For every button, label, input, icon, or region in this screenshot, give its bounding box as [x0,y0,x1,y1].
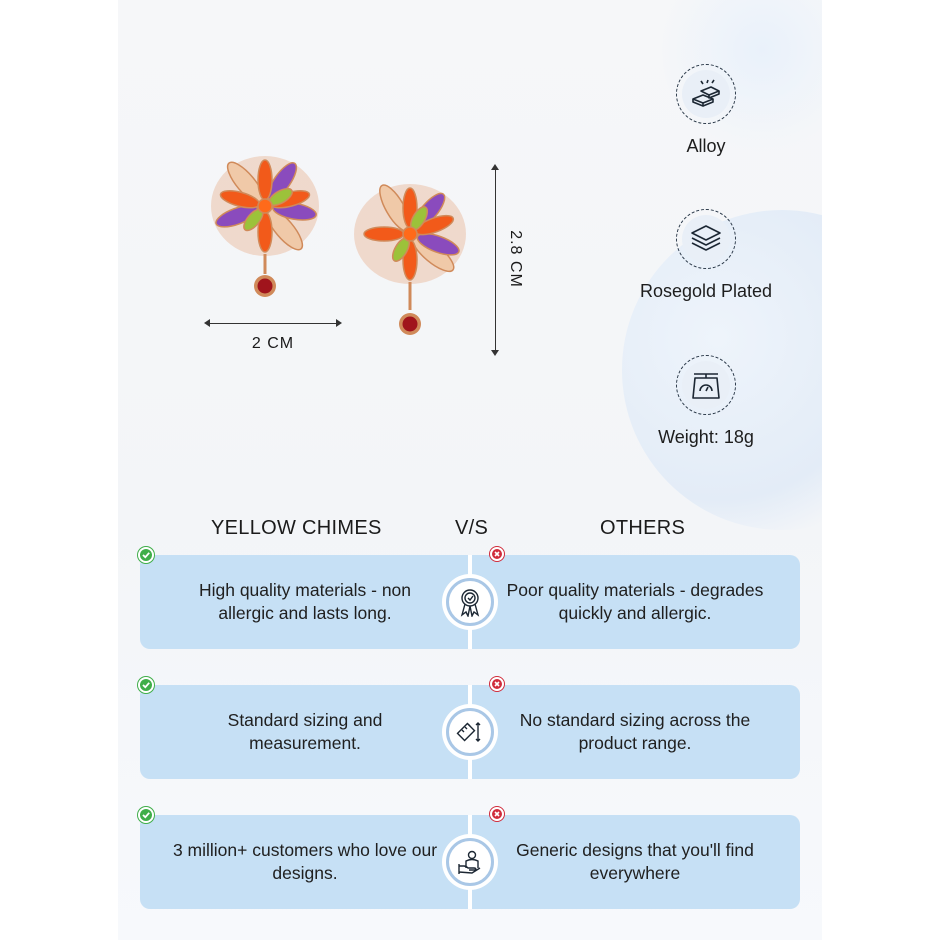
check-icon [138,547,154,563]
width-dimension-label: 2 CM [251,335,295,352]
comparison-row: High quality materials - non allergic an… [138,547,800,649]
feature-label: Rosegold Plated [639,281,773,301]
comparison-heading-others: OTHERS [600,517,686,539]
weighing-scale-icon [692,373,720,399]
comparison-text-others: Poor quality materials - degrades quickl… [506,580,764,623]
comparison-card-ours: Standard sizing and measurement. [140,685,470,779]
comparison-text-ours: High quality materials - non allergic an… [198,580,412,623]
alloy-bars-icon [692,79,720,107]
earring-right-image [354,184,466,335]
comparison-text-ours: Standard sizing and measurement. [227,710,383,753]
feature-icon-frame [676,64,736,124]
feature-icon-frame [676,355,736,415]
height-dimension-label: 2.8 CM [507,230,524,288]
earring-left-image [211,156,319,297]
layers-icon [691,225,721,251]
comparison-row: Standard sizing and measurement. No stan… [138,677,800,779]
height-dimension-line [491,164,499,356]
comparison-text-others: No standard sizing across the product ra… [519,710,751,753]
comparison-heading-brand: YELLOW CHIMES [211,517,382,539]
feature-plating: Rosegold Plated [606,209,806,302]
ruler-measure-icon [456,722,481,742]
comparison-badge [442,704,498,760]
comparison-card-others: Poor quality materials - degrades quickl… [470,555,800,649]
comparison-card-others: No standard sizing across the product ra… [470,685,800,779]
comparison-text-others: Generic designs that you'll find everywh… [516,840,754,883]
comparison-card-ours: 3 million+ customers who love our design… [140,815,470,909]
feature-label: Alloy [686,136,726,156]
comparison-card-others: Generic designs that you'll find everywh… [470,815,800,909]
comparison-heading-vs: V/S [455,517,489,539]
cross-icon [490,677,504,691]
feature-weight: Weight: 18g [606,355,806,448]
cross-icon [490,807,504,821]
feature-material: Alloy [606,64,806,157]
cross-icon [490,547,504,561]
comparison-badge [442,574,498,630]
customer-hand-icon [458,850,481,874]
feature-icon-frame [676,209,736,269]
check-icon [138,807,154,823]
comparison-card-ours: High quality materials - non allergic an… [140,555,470,649]
comparison-text-ours: 3 million+ customers who love our design… [172,840,438,883]
comparison-badge [442,834,498,890]
comparison-row: 3 million+ customers who love our design… [138,807,800,909]
width-dimension-line [204,319,342,327]
product-info-panel [118,0,822,940]
quality-medal-icon [460,589,480,617]
feature-label: Weight: 18g [658,427,754,447]
check-icon [138,677,154,693]
